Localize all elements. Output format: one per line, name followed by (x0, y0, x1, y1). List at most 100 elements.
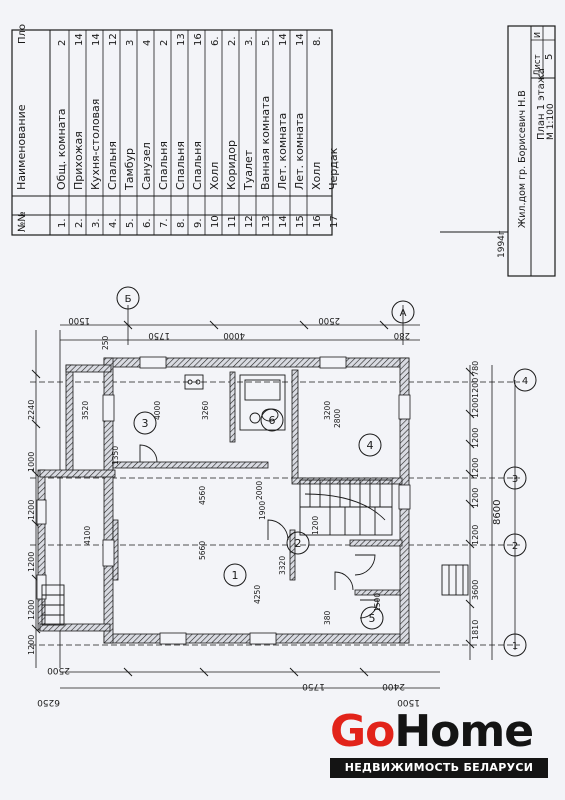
windows (36, 356, 411, 645)
dimension-value: 1200 (311, 516, 320, 535)
table-row-num: 6. (142, 218, 153, 228)
dimension-value: 3520 (81, 401, 90, 420)
room-marker-3: 3 (133, 411, 157, 435)
room-markers: 1 2 3 4 5 6 (133, 408, 384, 630)
dimension-value: 2000 (255, 481, 264, 500)
dimension-value: 1200 (471, 488, 480, 508)
table-row-area: 4 (142, 40, 153, 46)
dimension-value: 2500 (47, 665, 70, 675)
table-row-num: 16 (312, 215, 323, 228)
title-block: 1994г Жил.дом гр. Борисевич Н.В План 1 э… (440, 25, 556, 277)
dimension-value: 1500 (68, 315, 90, 325)
dimension-value: 1750 (302, 681, 325, 691)
table-row-name: Спальня (191, 141, 204, 190)
dimension-value: 1900 (258, 501, 267, 520)
table-row-area: 8. (312, 36, 323, 46)
dimension-total: 8600 (492, 500, 503, 525)
table-row-num: 9. (193, 218, 204, 228)
table-row-area: 14 (295, 33, 306, 46)
room-label-4: 4 (367, 439, 374, 452)
axis-label-4: 4 (522, 376, 528, 387)
table-row-num: 13 (261, 215, 272, 228)
room-marker-6: 6 (260, 408, 284, 432)
table-row-area: 16 (193, 33, 204, 46)
table-row-name: Лет. комната (276, 113, 289, 190)
room-schedule-table: №№ Наименование Пло 1.Общ. комната22.При… (11, 24, 340, 236)
table-row-num: 5. (125, 218, 136, 228)
table-row-area: 14 (74, 33, 85, 46)
logo-home: Home (394, 706, 534, 757)
dimension-value: 3600 (471, 580, 480, 600)
table-row-name: Чердак (327, 147, 340, 190)
dimension-chain-bottom: 2500 6250 1750 2400 1500 (37, 665, 420, 707)
dimension-value: 3320 (278, 556, 287, 575)
dimension-ticks (31, 320, 475, 677)
dimension-value: 6250 (37, 697, 60, 707)
dimension-value: 280 (394, 330, 410, 340)
table-row-name: Тамбур (123, 148, 136, 191)
axis-label-a: А (400, 308, 407, 319)
axis-label-2: 2 (512, 541, 518, 552)
axis-marker-1: 1 (503, 633, 527, 657)
dimension-value: 1200 (471, 398, 480, 418)
table-row-name: Холл (208, 162, 221, 190)
table-row-name: Спальня (174, 141, 187, 190)
dimension-value: 3200 (323, 401, 332, 420)
table-row-name: Коридор (225, 140, 238, 190)
table-row-num: 12 (244, 215, 255, 228)
room-label-3: 3 (142, 417, 149, 430)
room-marker-5: 5 (360, 606, 384, 630)
table-row-name: Ванная комната (259, 96, 272, 190)
room-label-6: 6 (269, 414, 276, 427)
dimension-value: 2800 (333, 409, 342, 428)
dimension-value: 1200 (471, 428, 480, 448)
dimension-value: 1810 (471, 620, 480, 640)
dimension-value: 1500 (397, 697, 420, 707)
dimension-value: 4560 (198, 486, 207, 505)
axis-label-b: Б (125, 294, 132, 305)
table-row-name: Туалет (242, 149, 255, 191)
table-row-num: 7. (159, 218, 170, 228)
table-row-name: Кухня-столовая (89, 99, 102, 190)
table-row-num: 3. (91, 218, 102, 228)
title-plan: План 1 этажа (536, 68, 547, 140)
table-row-num: 1. (57, 218, 68, 228)
dimension-lines (35, 305, 516, 689)
logo-tagline: НЕДВИЖИМОСТЬ БЕЛАРУСИ (330, 758, 548, 778)
dimension-value: 1500 (373, 593, 382, 612)
table-row-name: Спальня (106, 141, 119, 190)
table-row-num: 11 (227, 215, 238, 228)
dimension-value: 2400 (382, 681, 405, 691)
room-label-5: 5 (369, 612, 376, 625)
dimension-value: 380 (323, 610, 332, 625)
doors (139, 444, 379, 619)
table-row-num: 10 (210, 215, 221, 228)
table-row-area: 14 (278, 33, 289, 46)
axis-marker-a: А (391, 300, 415, 324)
dimension-value: 1200 (27, 500, 36, 520)
sanitary-fixtures (184, 374, 286, 431)
table-row-name: Спальня (157, 141, 170, 190)
table-row-name: Санузел (140, 142, 153, 190)
dimension-value: 1200 (27, 552, 36, 572)
dimension-value: 1200 (471, 458, 480, 478)
logo-go: Go (330, 706, 395, 757)
title-scale: М 1:100 (546, 103, 556, 140)
dimension-value: 250 (101, 335, 110, 350)
table-row-area: 3. (244, 36, 255, 46)
table-row-lines (68, 30, 308, 235)
table-row-area: 14 (91, 33, 102, 46)
axis-label-3: 3 (512, 474, 518, 485)
table-row-area: 5. (261, 36, 272, 46)
dimension-value: 1000 (27, 452, 36, 472)
table-row-name: Холл (310, 162, 323, 190)
table-row-area: 6. (210, 36, 221, 46)
title-year: 1994г (497, 230, 507, 258)
table-row-area: 2 (57, 40, 68, 46)
dimension-value: 5660 (198, 541, 207, 560)
dimension-value: 1350 (111, 446, 120, 465)
